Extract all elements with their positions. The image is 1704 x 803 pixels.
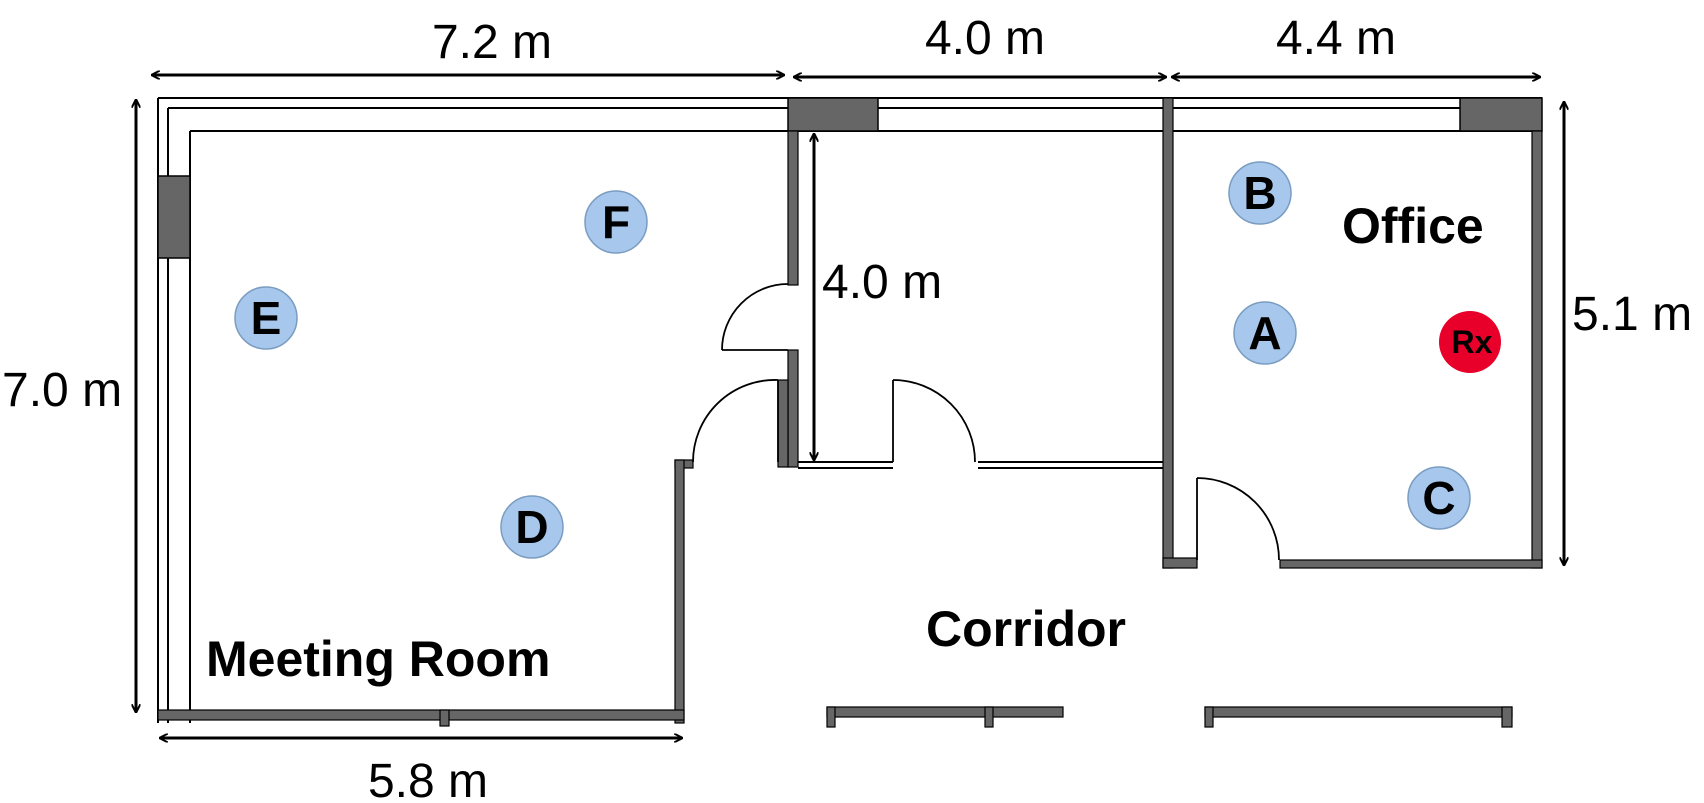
interior-walls bbox=[157, 97, 1543, 728]
dim-label-middle-room-depth: 4.0 m bbox=[822, 256, 942, 309]
svg-text:A: A bbox=[1248, 307, 1281, 359]
middle-room-window bbox=[798, 461, 1163, 469]
dim-label-meeting-room-bottom-width: 5.8 m bbox=[368, 755, 488, 803]
svg-text:F: F bbox=[602, 196, 630, 248]
doors bbox=[692, 283, 1280, 561]
marker-f: F bbox=[584, 190, 648, 254]
outer-walls bbox=[157, 97, 1542, 723]
marker-b: B bbox=[1228, 161, 1292, 225]
marker-a: A bbox=[1233, 301, 1297, 365]
room-label-meeting-room: Meeting Room bbox=[206, 631, 550, 687]
svg-text:D: D bbox=[515, 501, 548, 553]
marker-c: C bbox=[1407, 466, 1471, 530]
dim-label-office-width: 4.4 m bbox=[1276, 12, 1396, 65]
marker-e: E bbox=[234, 286, 298, 350]
dim-label-office-depth: 5.1 m bbox=[1572, 288, 1692, 341]
svg-text:E: E bbox=[251, 292, 282, 344]
svg-text:Rx: Rx bbox=[1452, 324, 1493, 360]
room-label-corridor: Corridor bbox=[926, 601, 1126, 657]
columns bbox=[157, 97, 1543, 259]
dim-label-meeting-room-width: 7.2 m bbox=[432, 16, 552, 69]
svg-text:C: C bbox=[1422, 472, 1455, 524]
room-label-office: Office bbox=[1342, 198, 1484, 254]
marker-rx: Rx bbox=[1439, 311, 1501, 373]
marker-d: D bbox=[500, 495, 564, 559]
svg-text:B: B bbox=[1243, 167, 1276, 219]
dimension-arrows bbox=[136, 75, 1564, 738]
dim-label-meeting-room-depth: 7.0 m bbox=[2, 364, 122, 417]
dim-label-middle-room-width: 4.0 m bbox=[925, 12, 1045, 65]
